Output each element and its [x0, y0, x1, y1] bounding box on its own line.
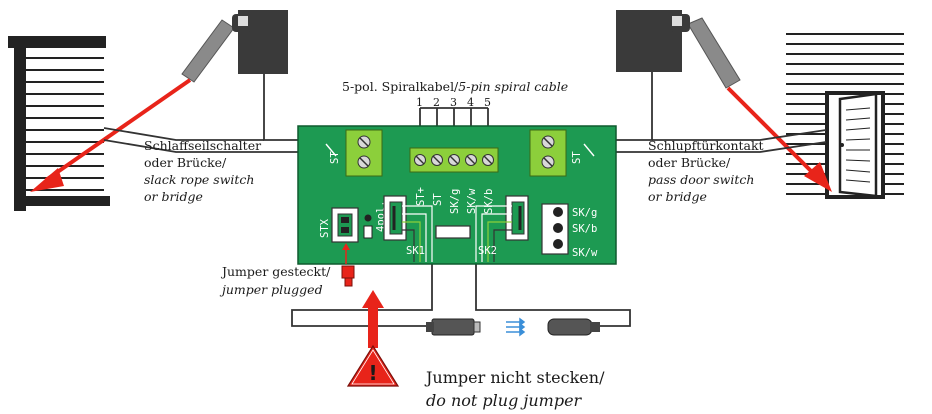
pin-5: 5 [484, 96, 491, 109]
right-pin-sk-w: SK/w [572, 247, 598, 259]
term-sk-g: SK/g [449, 189, 461, 214]
center-terminal-block [409, 147, 499, 173]
pass-door-label: Schlupftürkontakt oder Brücke/ pass door… [648, 138, 764, 204]
pass-door-line2: oder Brücke/ [648, 155, 731, 170]
right-drive-arm [616, 10, 741, 89]
pass-door-line3: pass door switch [648, 172, 754, 187]
pin-3: 3 [450, 96, 457, 109]
stx-label: STX [319, 218, 331, 238]
term-sk-b: SK/b [483, 189, 495, 214]
slack-rope-label: Schlaffseilschalter oder Brücke/ slack r… [144, 138, 261, 204]
warning-callout: ! Jumper nicht stecken/ do not plug jump… [346, 290, 605, 410]
right-motion-arrow [726, 86, 832, 192]
term-st: ST [432, 193, 444, 206]
slack-rope-line3: slack rope switch [144, 172, 254, 187]
warning-triangle-icon [346, 344, 400, 387]
warning-exclamation: ! [368, 361, 377, 385]
term-st-plus: ST+ [415, 187, 427, 206]
left-garage-door [8, 36, 110, 211]
right-pin-sk-g: SK/g [572, 207, 597, 219]
pass-door-line4: or bridge [648, 189, 707, 204]
pass-door-line1: Schlupftürkontakt [648, 138, 764, 153]
jumper-plugged-callout: Jumper gesteckt/ jumper plugged [219, 243, 355, 297]
left-drive-arm [181, 10, 288, 83]
spiral-cable-label-en: 5-pin spiral cable [458, 79, 568, 94]
sk2-label: SK2 [478, 245, 497, 257]
right-garage-door [786, 33, 904, 199]
right-terminal-label: ST [571, 151, 583, 164]
spiral-cable-label-de: 5-pol. Spiralkabel/ [342, 79, 459, 94]
sk1-connector: SK1 [383, 195, 433, 262]
pin-2: 2 [433, 96, 440, 109]
warning-line1: Jumper nicht stecken/ [424, 368, 605, 387]
light-barrier [426, 317, 600, 337]
jumper-plugged-line2: jumper plugged [219, 282, 323, 297]
right-screw-terminal: ST [529, 129, 595, 177]
svg-text:5-pol. Spiralkabel/5-pin spira: 5-pol. Spiralkabel/5-pin spiral cable [342, 79, 568, 94]
center-jumper-socket [435, 225, 471, 239]
warning-line2: do not plug jumper [426, 391, 583, 410]
signal-beam-icon [506, 317, 526, 337]
slack-rope-line4: or bridge [144, 189, 203, 204]
left-screw-terminal: ST [325, 129, 383, 177]
center-terminal-labels: ST+ ST SK/g SK/w SK/b [415, 187, 495, 214]
pcb-board: ST ST ST+ [297, 125, 617, 265]
pin-1: 1 [416, 96, 423, 109]
right-pin-header: SK/g SK/b SK/w [541, 203, 598, 259]
right-pin-sk-b: SK/b [572, 223, 597, 235]
left-terminal-label: ST [329, 151, 341, 164]
slack-rope-line2: oder Brücke/ [144, 155, 227, 170]
sk1-label: SK1 [406, 245, 425, 257]
term-sk-w: SK/w [466, 188, 478, 214]
slack-rope-line1: Schlaffseilschalter [144, 138, 261, 153]
sk2-connector: SK2 [475, 195, 529, 262]
jumper-plugged-line1: Jumper gesteckt/ [220, 264, 331, 279]
pin-4: 4 [467, 96, 474, 109]
spiral-cable-label: 5-pol. Spiralkabel/5-pin spiral cable 1 … [342, 79, 568, 109]
